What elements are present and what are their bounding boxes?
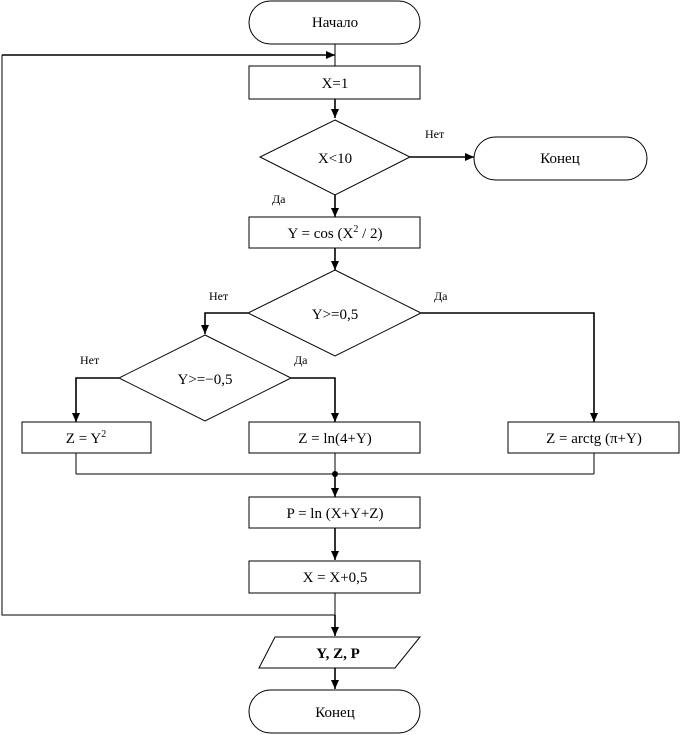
p-calc-text: P = ln (X+Y+Z) (287, 506, 384, 522)
x-inc-text: X = X+0,5 (303, 570, 368, 586)
cond-y1-decision: Y>=0,5 (246, 269, 423, 357)
z-ln-process: Z = ln(4+Y) (248, 421, 421, 454)
connectors (1, 44, 598, 689)
start-terminal: Начало (248, 0, 421, 45)
end-right-terminal: Конец (473, 136, 648, 181)
cond-x-text: X<10 (318, 151, 352, 167)
init-x-process: X=1 (248, 65, 421, 100)
label-no-x: Нет (425, 127, 445, 141)
end-right-text: Конец (540, 151, 579, 167)
x-inc-process: X = X+0,5 (248, 560, 421, 594)
init-x-text: X=1 (322, 76, 349, 92)
label-yes-x: Да (272, 192, 286, 206)
calc-y-text: Y = cos (X2 / 2) (288, 224, 383, 242)
end-bottom-text: Конец (315, 705, 354, 721)
label-no-y1: Нет (209, 289, 229, 303)
z-square-text: Z = Y2 (66, 429, 106, 447)
label-yes-y2: Да (294, 353, 308, 367)
label-no-y2: Нет (80, 353, 100, 367)
cond-y1-text: Y>=0,5 (312, 307, 359, 323)
cond-y2-text: Y>=−0,5 (178, 372, 233, 388)
output-text: Y, Z, P (316, 646, 360, 662)
cond-x-decision: X<10 (258, 119, 412, 196)
p-calc-process: P = ln (X+Y+Z) (248, 496, 421, 529)
z-square-process: Z = Y2 (21, 421, 152, 454)
output-parallelogram: Y, Z, P (258, 636, 422, 669)
end-bottom-terminal: Конец (248, 689, 421, 734)
label-yes-y1: Да (434, 289, 448, 303)
z-arctg-text: Z = arctg (π+Y) (546, 431, 642, 447)
start-text: Начало (312, 15, 358, 31)
calc-y-process: Y = cos (X2 / 2) (248, 216, 421, 249)
cond-y2-decision: Y>=−0,5 (117, 334, 293, 422)
z-arctg-process: Z = arctg (π+Y) (507, 421, 680, 454)
z-ln-text: Z = ln(4+Y) (298, 431, 372, 447)
